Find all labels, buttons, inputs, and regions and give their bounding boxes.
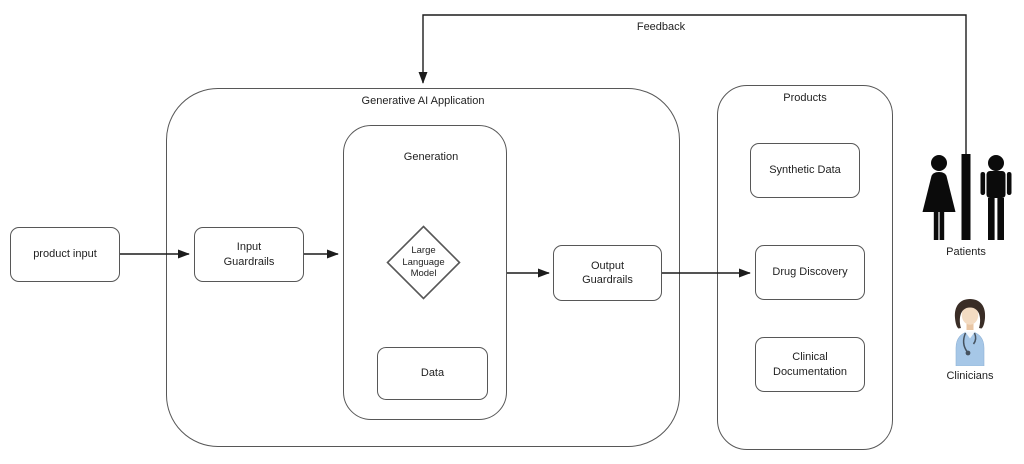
node-input-guardrails: Input Guardrails: [194, 227, 304, 282]
restroom-divider-bar: [961, 154, 971, 240]
clinician-icon: [954, 299, 986, 366]
clinicians-label: Clinicians: [946, 370, 994, 382]
node-large-language-model-label: Large Language Model: [402, 245, 445, 280]
container-products-label: Products: [783, 92, 827, 104]
patients-icon: [922, 154, 1012, 240]
patients-label: Patients: [946, 246, 986, 258]
woman-icon: [922, 155, 956, 240]
container-generation-label: Generation: [403, 151, 459, 163]
node-data: Data: [377, 347, 488, 400]
node-clinical-documentation: Clinical Documentation: [755, 337, 865, 392]
node-product-input: product input: [10, 227, 120, 282]
doctor-avatar-icon: [954, 299, 986, 366]
node-large-language-model: Large Language Model: [386, 225, 461, 300]
container-generative-ai-application-label: Generative AI Application: [361, 95, 485, 107]
node-synthetic-data: Synthetic Data: [750, 143, 860, 198]
node-output-guardrails: Output Guardrails: [553, 245, 662, 301]
feedback-label: Feedback: [636, 21, 686, 33]
diamond-shape: [386, 225, 461, 300]
man-icon: [980, 155, 1012, 240]
node-drug-discovery: Drug Discovery: [755, 245, 865, 300]
